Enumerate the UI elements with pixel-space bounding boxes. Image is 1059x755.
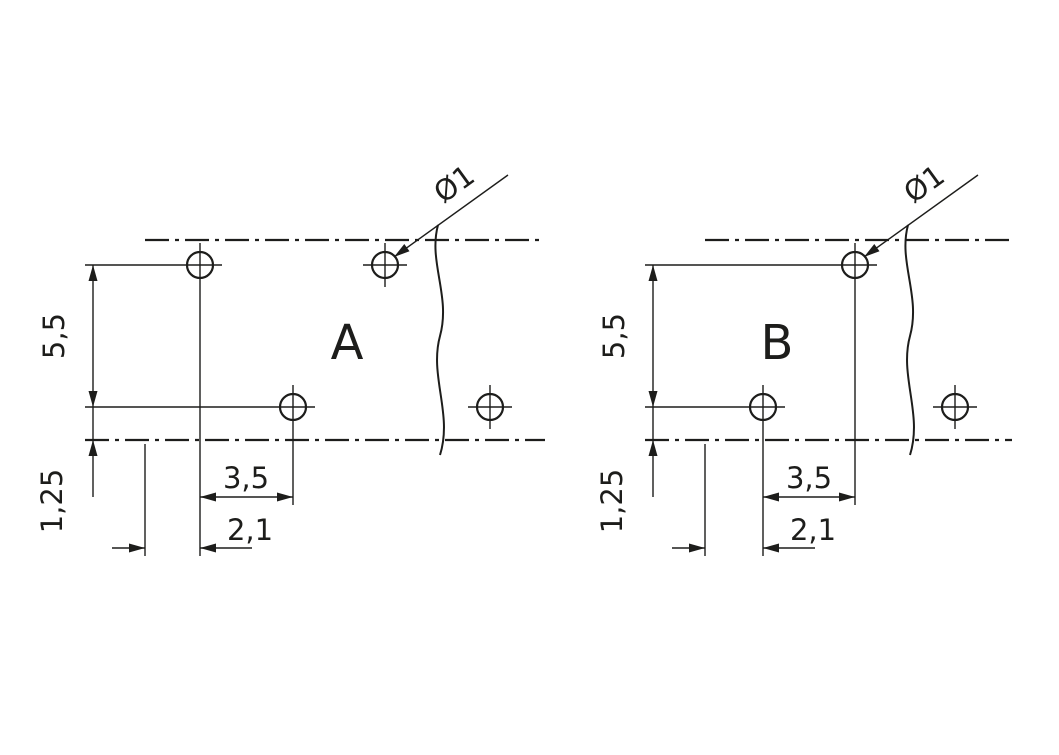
- arrowhead-right: [689, 543, 705, 553]
- hole-bottom-middle: [278, 392, 308, 422]
- arrowhead-right: [277, 492, 293, 502]
- hole-circle: [840, 250, 870, 280]
- break-line: [904, 224, 915, 456]
- arrowhead-down: [648, 391, 658, 407]
- drawing-variant-b: 5,5 1,25 3,5 2,1 Ø1 B: [595, 158, 1012, 556]
- hole-circle: [748, 392, 778, 422]
- hole-bottom-left: [748, 392, 778, 422]
- arrowhead-down: [88, 391, 98, 407]
- dim-label-row-spacing: 5,5: [37, 313, 71, 359]
- arrowhead-leader: [864, 244, 880, 257]
- arrowhead-leader: [394, 244, 410, 257]
- variant-label: B: [761, 315, 794, 371]
- hole-circle: [278, 392, 308, 422]
- hole-bottom-right: [468, 385, 512, 429]
- arrowhead-left: [763, 492, 779, 502]
- arrowhead-up: [648, 265, 658, 281]
- hole-top-left: [185, 250, 215, 280]
- hole-diameter-label: Ø1: [427, 158, 480, 210]
- dim-label-hole-offset: 3,5: [223, 461, 269, 495]
- arrowhead-left: [763, 543, 779, 553]
- leader-line: [863, 174, 979, 258]
- drawing-variant-a: 5,5 1,25 3,5 2,1 Ø1 A: [35, 158, 545, 556]
- hole-bottom-right: [933, 385, 977, 429]
- dim-label-hole-offset: 3,5: [786, 461, 832, 495]
- leader-line: [393, 174, 509, 258]
- hole-circle: [185, 250, 215, 280]
- dim-label-row-spacing: 5,5: [597, 313, 631, 359]
- dim-label-edge-distance: 1,25: [595, 469, 629, 534]
- dim-label-edge-offset: 2,1: [227, 513, 273, 547]
- hole-top: [840, 250, 870, 280]
- arrowhead-left: [200, 492, 216, 502]
- dim-label-edge-offset: 2,1: [790, 513, 836, 547]
- break-line: [434, 224, 445, 456]
- hole-top-right: [363, 243, 407, 287]
- arrowhead-right: [839, 492, 855, 502]
- arrowhead-up: [88, 265, 98, 281]
- arrowhead-right: [129, 543, 145, 553]
- hole-diameter-label: Ø1: [897, 158, 950, 210]
- arrowhead-left: [200, 543, 216, 553]
- variant-label: A: [331, 315, 364, 371]
- arrowhead-up: [88, 440, 98, 456]
- arrowhead-up: [648, 440, 658, 456]
- dim-label-edge-distance: 1,25: [35, 469, 69, 534]
